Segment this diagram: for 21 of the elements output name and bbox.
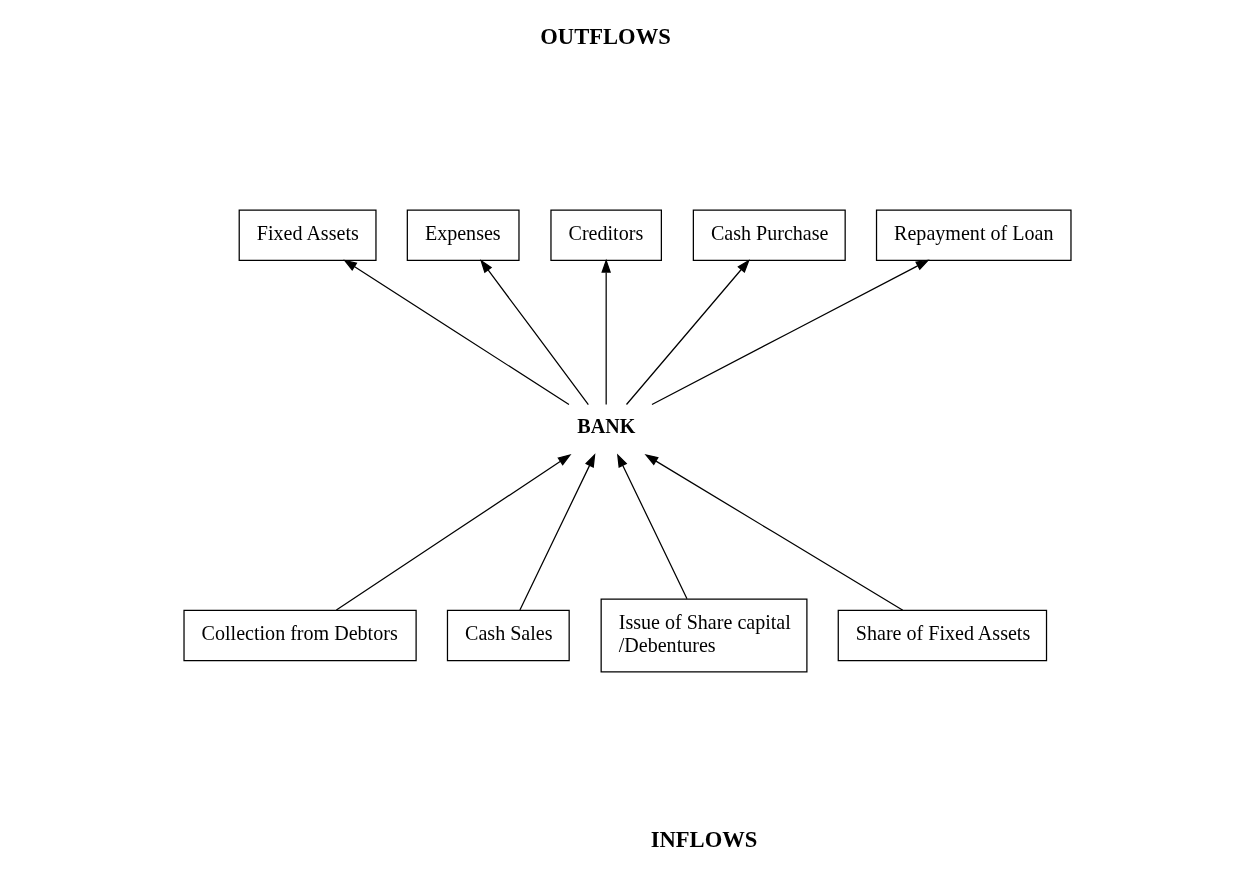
arrow bbox=[651, 259, 930, 406]
node-box: Creditors bbox=[550, 209, 662, 261]
node-box: Issue of Share capital /Debentures bbox=[600, 598, 808, 673]
arrow bbox=[519, 453, 596, 611]
arrow bbox=[601, 258, 611, 406]
node-box: Repayment of Loan bbox=[875, 209, 1072, 261]
arrow bbox=[343, 259, 570, 406]
node-box: Expenses bbox=[406, 209, 520, 261]
arrow bbox=[480, 259, 589, 406]
label: OUTFLOWS bbox=[540, 23, 671, 49]
node-box: Cash Sales bbox=[446, 609, 570, 662]
label: INFLOWS bbox=[650, 826, 758, 852]
node-box: Collection from Debtors bbox=[183, 609, 417, 662]
arrow bbox=[335, 454, 572, 611]
arrow bbox=[617, 453, 688, 600]
node-box: Fixed Assets bbox=[238, 209, 377, 261]
arrow bbox=[644, 454, 904, 611]
node-box: Cash Purchase bbox=[692, 209, 846, 261]
node-text: BANK bbox=[577, 415, 636, 438]
node-box: Share of Fixed Assets bbox=[837, 609, 1048, 662]
arrow bbox=[625, 259, 750, 406]
